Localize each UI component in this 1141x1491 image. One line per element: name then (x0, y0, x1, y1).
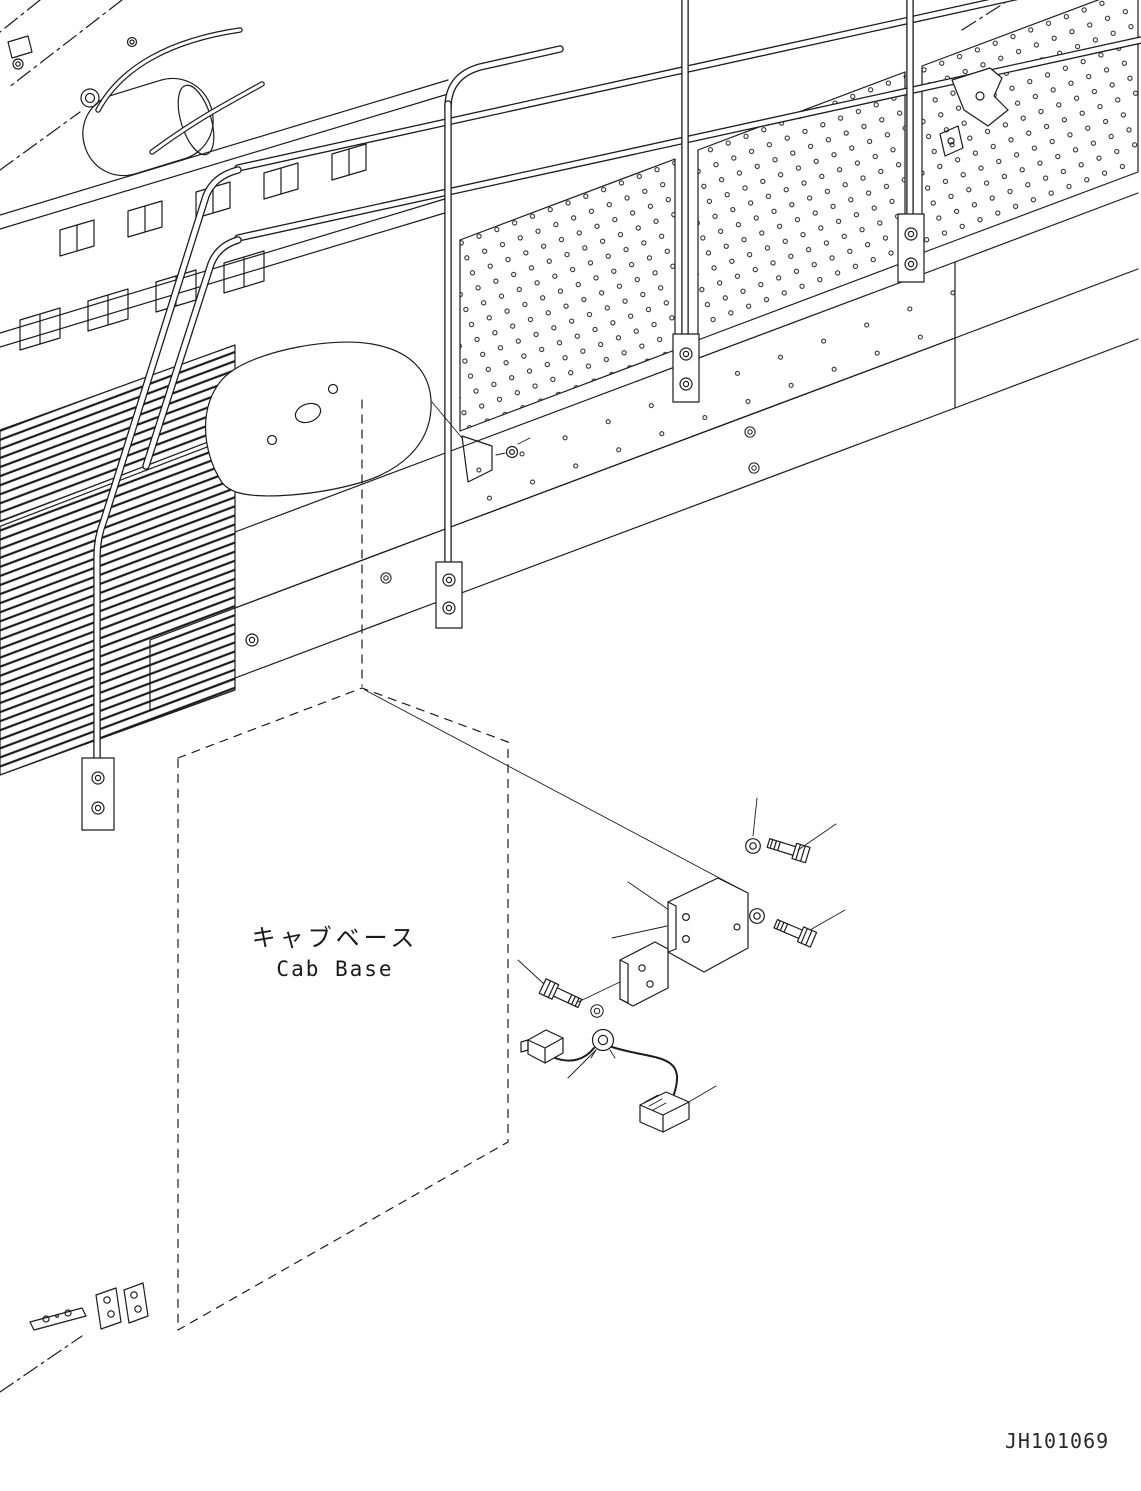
hinge-bracket (435, 561, 463, 629)
wiring-harness (520, 1028, 690, 1133)
handrail (81, 0, 1141, 831)
washer (749, 908, 765, 924)
cab-base-label-en: Cab Base (276, 957, 393, 981)
washer (745, 838, 761, 854)
hex-bolt (538, 978, 584, 1012)
grommet (590, 1028, 616, 1059)
floor-grating (0, 344, 238, 776)
hinge-bracket (672, 333, 700, 403)
reference-leader-line (364, 689, 743, 891)
mounting-bracket (667, 877, 749, 973)
hinge-bracket (81, 757, 115, 831)
phantom-section-lines (0, 0, 1007, 1393)
hinge-bracket (897, 213, 925, 283)
perforated-panel (921, 0, 1139, 254)
rail-end-bracket (939, 67, 1009, 157)
drawing-number: JH101069 (1005, 1429, 1109, 1453)
harness-connector (639, 1091, 690, 1133)
cab-base-outline: キャブベース Cab Base (177, 399, 509, 1331)
walkway-deck (149, 0, 1139, 711)
washer (590, 1004, 604, 1018)
clamp-plate (619, 941, 669, 1007)
harness-connector (520, 1029, 564, 1064)
cab-base-label-jp: キャブベース (252, 924, 419, 952)
hose-pipes (95, 27, 265, 155)
leader-lines (517, 797, 846, 1107)
rear-structure (0, 27, 449, 351)
cover-plate (204, 341, 531, 584)
exploded-parts (364, 689, 846, 1133)
hex-bolt (771, 915, 818, 948)
hex-bolt (765, 834, 811, 864)
bottom-left-brackets (29, 1282, 149, 1331)
